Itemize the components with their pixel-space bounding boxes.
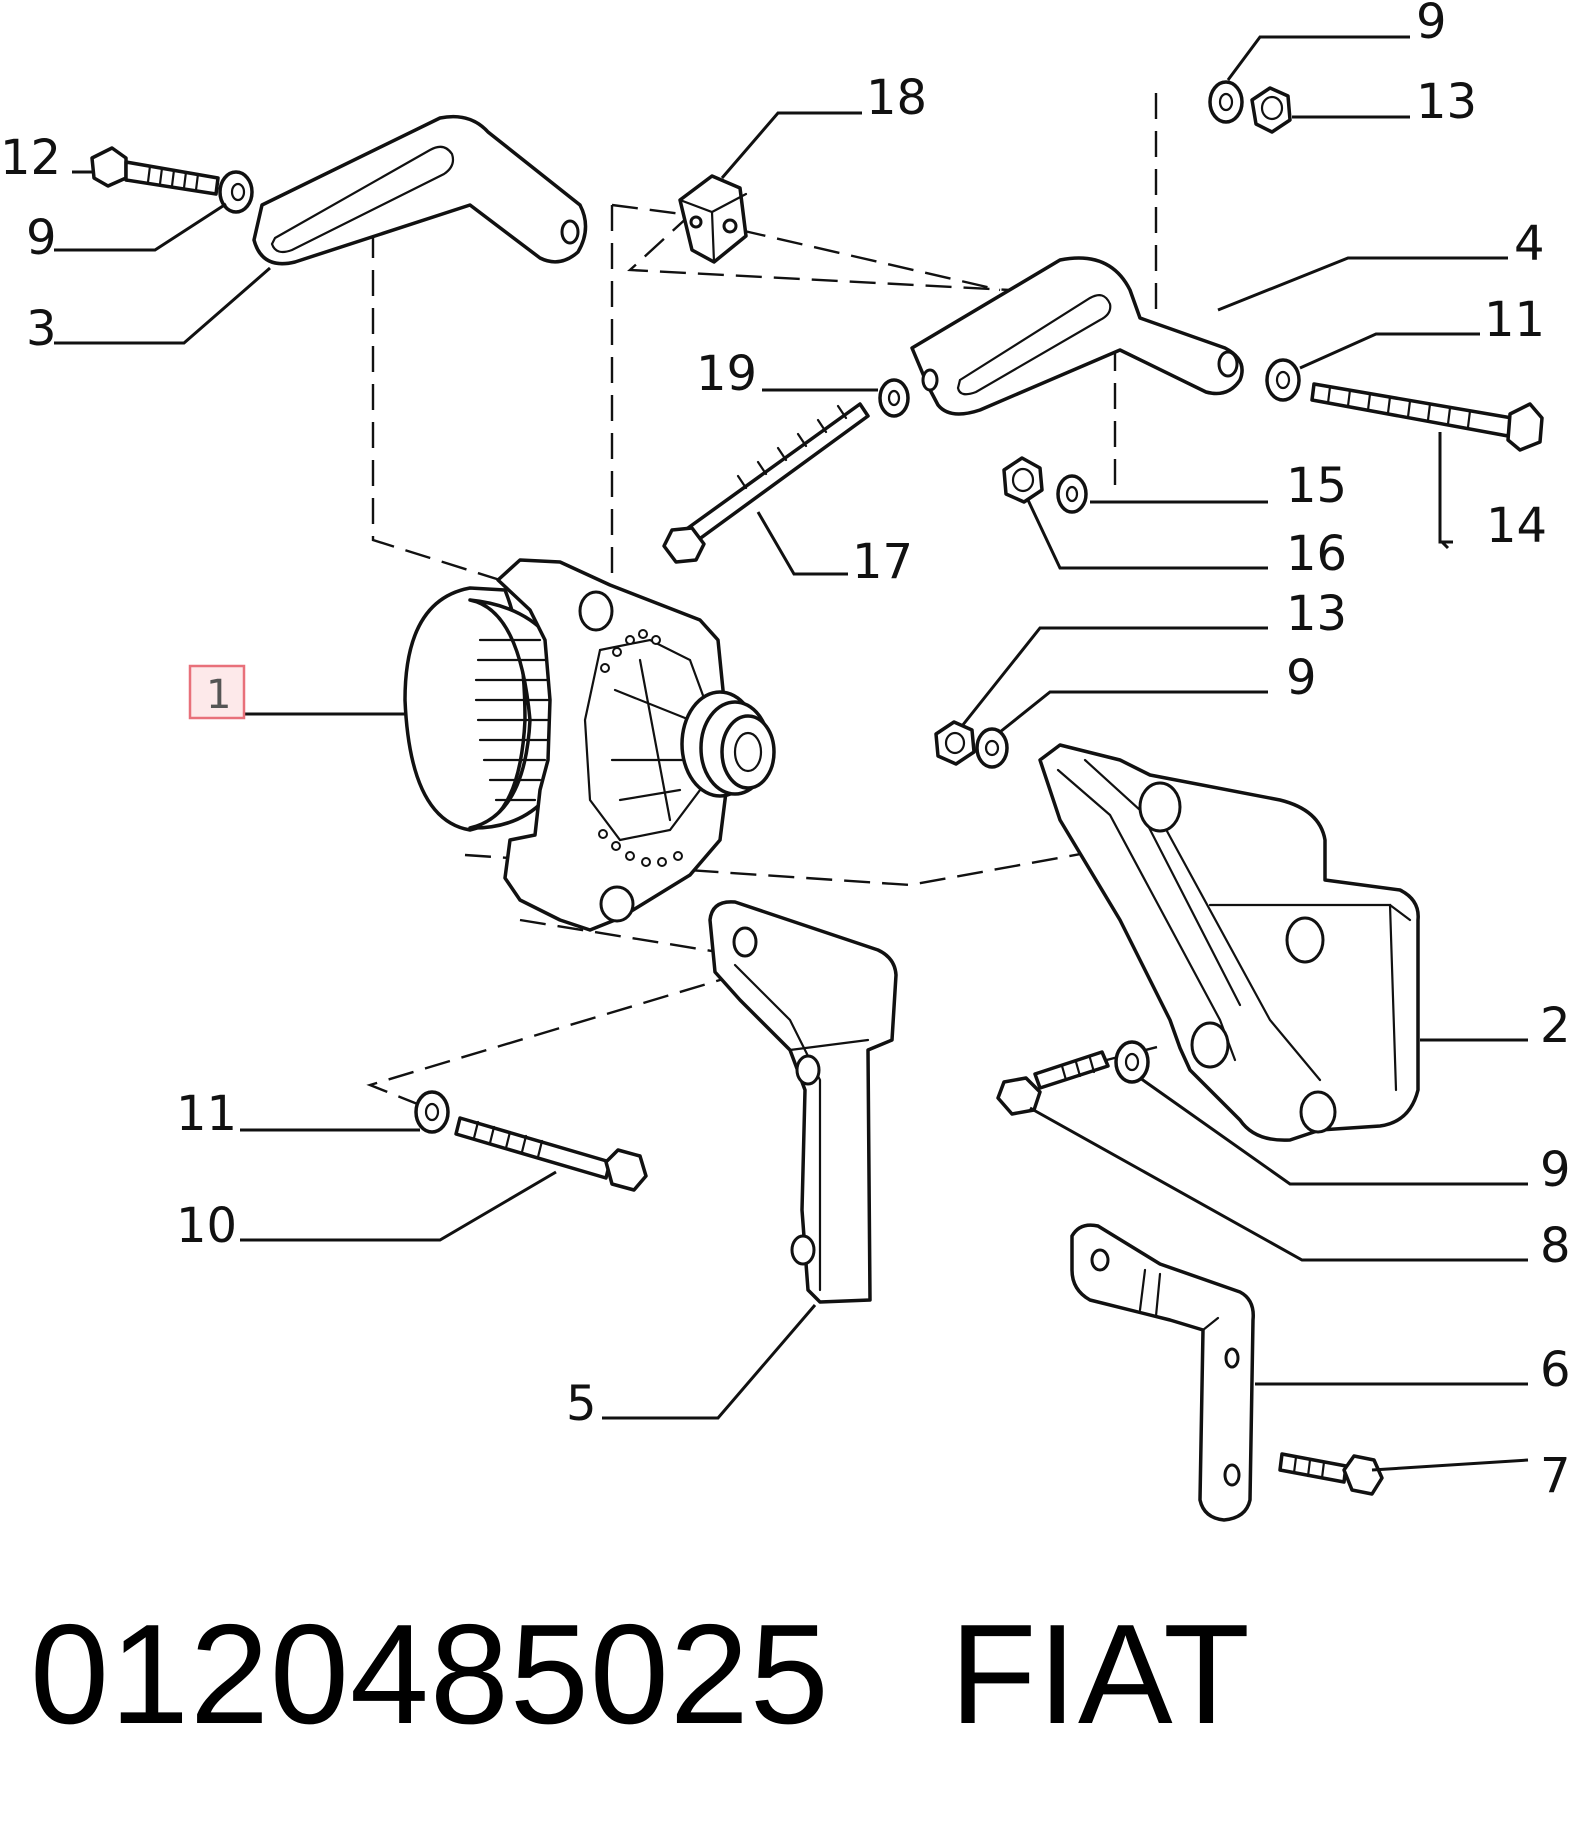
callout-10: 10 xyxy=(176,1198,237,1254)
part-3-slotted-strap xyxy=(252,114,588,266)
part-13-nut-middle xyxy=(934,720,976,766)
callout-9-lower-right: 9 xyxy=(1540,1142,1569,1198)
callout-1: 1 xyxy=(206,672,231,718)
part-13-nut-top-right xyxy=(1250,86,1292,134)
callout-6: 6 xyxy=(1540,1342,1569,1398)
callout-8: 8 xyxy=(1540,1218,1569,1274)
callout-7: 7 xyxy=(1540,1448,1569,1504)
callout-18: 18 xyxy=(866,70,927,126)
callout-1-highlight: 1 xyxy=(188,664,246,720)
part-5-lower-bracket xyxy=(708,900,898,1304)
part-6-bent-strap xyxy=(1070,1223,1255,1522)
callout-9-top-right: 9 xyxy=(1416,0,1447,50)
callout-4: 4 xyxy=(1514,216,1545,272)
part-9-washer-lower-right xyxy=(1114,1040,1150,1084)
callout-leader-lines xyxy=(54,35,1529,1472)
part-2-mounting-bracket xyxy=(1038,743,1420,1142)
part-8-bolt xyxy=(996,1050,1110,1116)
callout-2: 2 xyxy=(1540,998,1569,1054)
part-11-washer-lower-left xyxy=(414,1090,450,1134)
part-1-alternator xyxy=(403,558,776,932)
callout-3: 3 xyxy=(26,301,57,357)
part-11-washer-right xyxy=(1265,358,1301,402)
callout-17: 17 xyxy=(852,534,913,590)
callout-14: 14 xyxy=(1486,498,1547,554)
part-12-bolt xyxy=(90,146,220,196)
callout-19: 19 xyxy=(696,346,757,402)
callout-12: 12 xyxy=(0,130,61,186)
part-19-washer xyxy=(878,378,910,418)
part-9-washer-top-left xyxy=(218,170,254,214)
part-16-nut xyxy=(1002,456,1044,504)
callout-9-middle: 9 xyxy=(1286,650,1317,706)
part-4-adjuster-bracket xyxy=(910,256,1244,416)
part-7-bolt xyxy=(1278,1452,1384,1496)
part-17-long-bolt xyxy=(662,402,870,564)
part-15-washer xyxy=(1056,474,1088,514)
part-number: 0120485025 xyxy=(30,1595,830,1754)
callout-13-middle: 13 xyxy=(1286,586,1347,642)
brand-name: FIAT xyxy=(949,1595,1251,1754)
part-18-spacer-block xyxy=(678,174,748,264)
callout-16: 16 xyxy=(1286,526,1347,582)
callout-9-top-left: 9 xyxy=(26,210,57,266)
part-14-long-bolt xyxy=(1310,382,1544,452)
part-9-washer-top-right xyxy=(1208,80,1244,124)
callout-numbers: 12 9 3 18 9 13 4 11 19 15 14 16 17 13 9 … xyxy=(0,0,1569,1504)
callout-11-lower-left: 11 xyxy=(176,1086,237,1142)
part-9-washer-middle xyxy=(975,727,1009,769)
part-number-caption: 0120485025 FIAT xyxy=(30,1590,1251,1760)
part-10-bolt xyxy=(454,1116,648,1192)
callout-13-top-right: 13 xyxy=(1416,74,1477,130)
callout-5: 5 xyxy=(566,1376,597,1432)
callout-11-right: 11 xyxy=(1484,292,1545,348)
callout-15: 15 xyxy=(1286,458,1347,514)
